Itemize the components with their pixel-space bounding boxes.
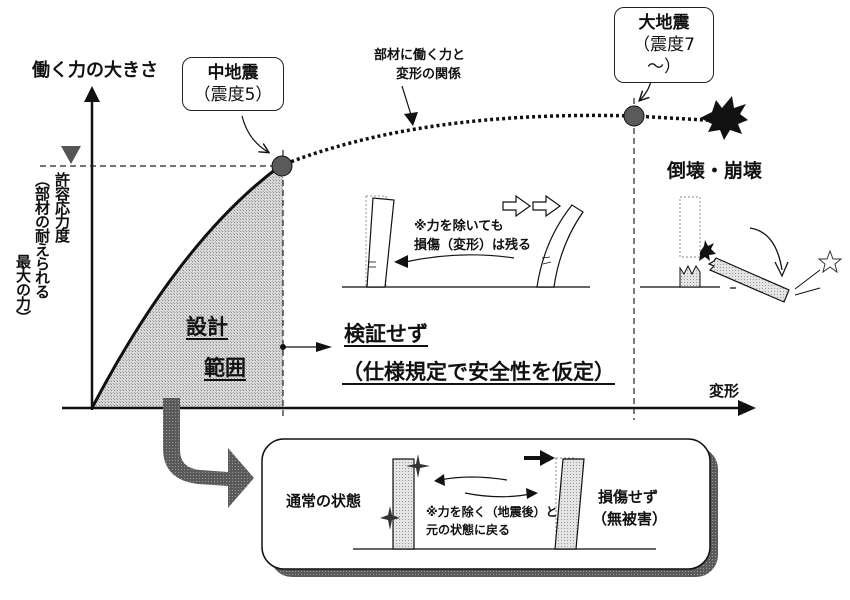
collapse-original-outline	[679, 196, 701, 258]
x-axis-arrow-icon	[738, 400, 756, 416]
inset-normal-state: 通常の状態	[286, 492, 362, 510]
force-arrow-icon	[532, 194, 562, 218]
impact-line	[794, 287, 821, 296]
major-quake-point	[623, 105, 645, 127]
major-quake-callout: 大地震 （震度7～）	[614, 7, 714, 83]
curve-label-line2: 変形の関係	[396, 67, 462, 82]
sparkle-icon	[380, 506, 400, 530]
moderate-quake-intensity: （震度5）	[193, 85, 273, 105]
moderate-quake-title: 中地震	[207, 63, 259, 83]
inset-box	[261, 438, 711, 570]
residual-column-tilted	[366, 197, 395, 288]
fallen-column	[707, 257, 790, 303]
collapse-label: 倒壊・崩壊	[667, 160, 763, 182]
residual-return-arrow	[404, 254, 515, 263]
not-verified-line2: （仕様規定で安全性を仮定）	[342, 360, 615, 384]
allowable-stress-label: 許容応力度	[53, 172, 71, 242]
inset-pointer-arrow	[163, 398, 254, 508]
star-icon	[817, 249, 843, 274]
sparkle-icon	[406, 454, 430, 478]
crack-mark	[541, 256, 551, 259]
curve-label-line1: 部材に働く力と	[374, 48, 466, 63]
collapse-impact-burst-icon	[699, 240, 716, 261]
allowable-stress-marker-icon	[61, 146, 81, 164]
arrowhead-icon	[434, 474, 445, 486]
collapse-burst-icon	[700, 96, 748, 140]
not-verified-arrowhead-icon	[316, 342, 332, 352]
force-arrow-icon	[502, 194, 532, 218]
falling-arrowhead-icon	[774, 261, 789, 278]
y-axis-arrow-icon	[84, 86, 100, 102]
curve-label-arrowhead-icon	[404, 112, 418, 126]
collapse-column-stump	[679, 264, 701, 288]
inset-note-line1: ※力を除く（地震後）と	[426, 505, 558, 519]
residual-column-bent	[536, 204, 584, 288]
inset-column-tilted	[554, 458, 585, 550]
arrowhead-icon	[526, 488, 538, 499]
major-quake-title: 大地震	[638, 13, 690, 33]
inset-bidirectional-arrow-top	[439, 476, 508, 481]
crack-mark	[542, 261, 552, 265]
moderate-quake-callout: 中地震 （震度5）	[182, 57, 284, 111]
inset-note-line2: 元の状態に戻る	[426, 523, 511, 537]
residual-note-line1: ※力を除いても	[414, 219, 504, 234]
allowable-stress-desc-1: （部材の耐えられる	[33, 172, 51, 298]
falling-arrow	[749, 227, 783, 271]
major-quake-intensity: （震度7～）	[633, 35, 695, 77]
allowable-stress-desc-2: 最大の力）	[14, 254, 32, 324]
y-axis-label: 働く力の大きさ	[32, 60, 158, 81]
inset-result-line1: 損傷せず	[598, 488, 659, 506]
moderate-callout-arrow	[241, 115, 268, 152]
plastic-curve	[279, 113, 741, 168]
design-range-line1: 設計	[186, 315, 228, 339]
not-verified-line1: 検証せず	[344, 322, 428, 346]
inset-result-line2: （無被害）	[592, 510, 668, 528]
impact-line	[794, 269, 821, 290]
elastic-curve	[90, 164, 281, 409]
design-range-area	[92, 166, 283, 408]
moderate-quake-point	[271, 155, 293, 177]
inset-bidirectional-arrow-bottom	[464, 492, 531, 498]
x-axis-label: 変形	[709, 382, 740, 400]
curve-label-arrow	[401, 85, 413, 119]
inset-column-normal	[392, 458, 415, 550]
inset-force-arrow-icon	[524, 450, 555, 466]
residual-return-arrowhead-icon	[394, 255, 408, 268]
residual-note-line2: 損傷（変形）は残る	[414, 238, 532, 253]
design-range-line2: 範囲	[204, 356, 246, 380]
